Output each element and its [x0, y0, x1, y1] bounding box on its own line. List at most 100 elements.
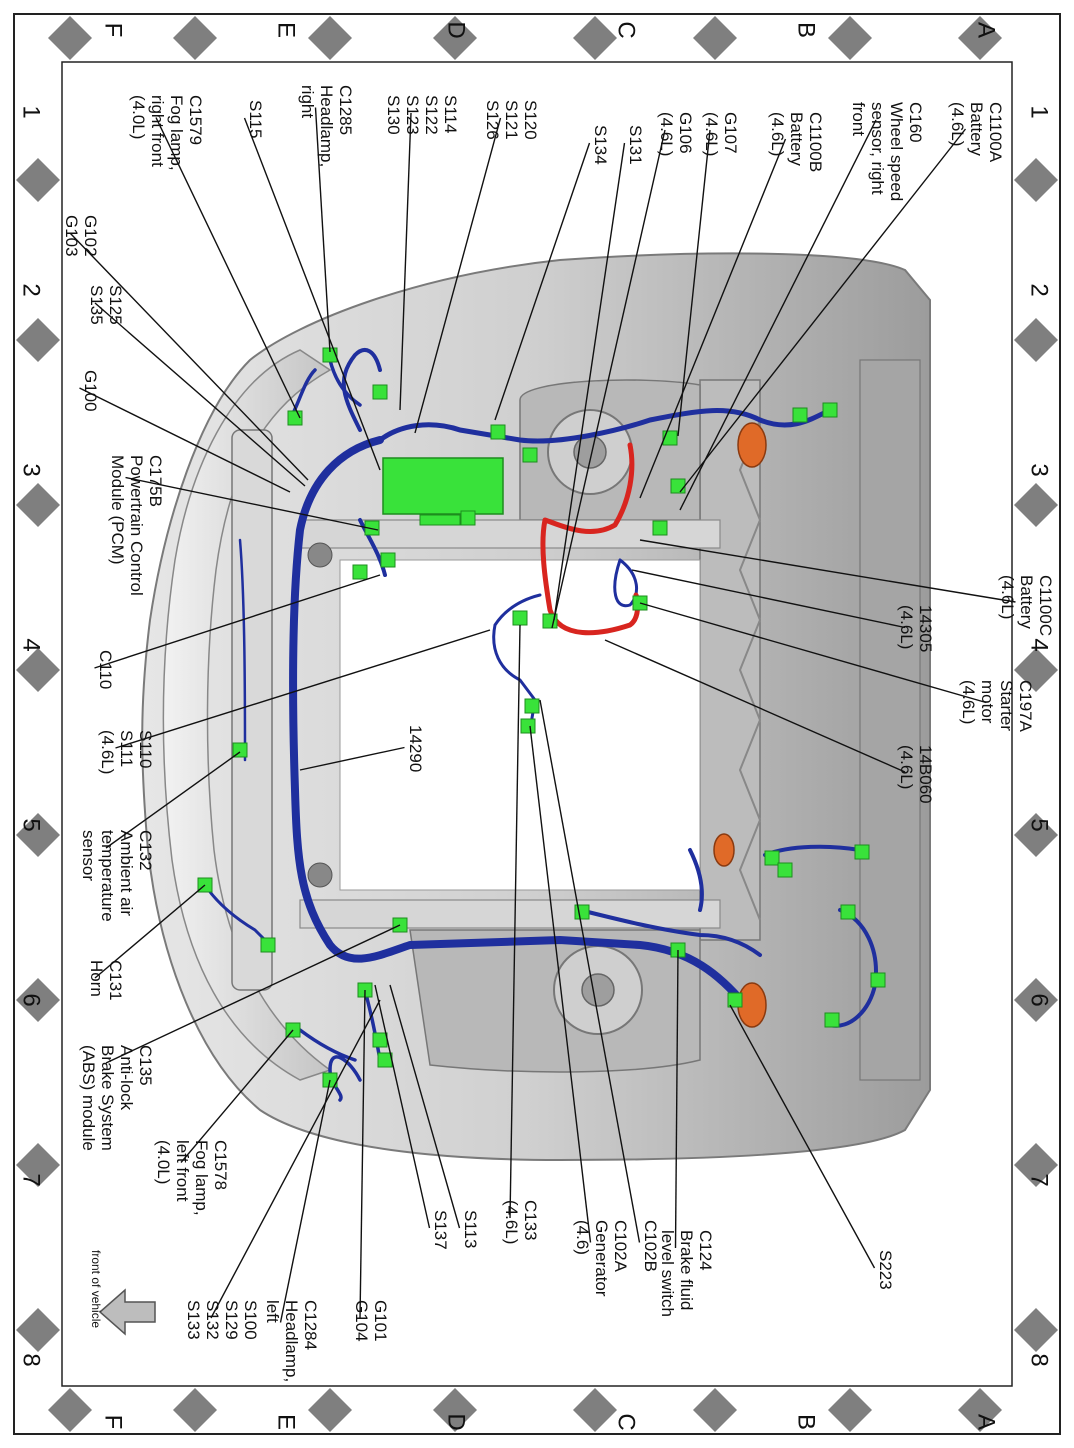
leader-s113 — [389, 984, 461, 1229]
callout-s100-line-2: S132 — [203, 1300, 222, 1340]
callout-g102-line-1: G103 — [62, 215, 81, 257]
frame-diamond-8 — [573, 16, 617, 60]
frame-diamond-18 — [16, 318, 60, 362]
leader-c197a — [639, 602, 987, 704]
callout-c1285-line-1: Headlamp, — [317, 85, 336, 167]
leader-c135 — [105, 924, 401, 1064]
callout-w14b060-line-1: (4.6L) — [897, 745, 916, 789]
grid-row-label-F-1: F — [100, 1415, 127, 1430]
frame-inner — [61, 61, 1013, 1387]
leader-s137 — [374, 984, 431, 1229]
connector-17 — [524, 698, 540, 714]
firewall — [859, 359, 921, 1081]
grid-row-label-C-1: C — [613, 1413, 640, 1430]
leader-g102 — [69, 232, 309, 481]
leader-s131 — [553, 142, 626, 621]
connector-5 — [380, 552, 396, 568]
callout-c133: C133(4.6L) — [502, 1200, 540, 1244]
leader-g101 — [359, 989, 366, 1319]
frame-diamonds — [16, 16, 1058, 1432]
frame-diamond-4 — [308, 16, 352, 60]
connector-19 — [232, 742, 248, 758]
connector-21 — [260, 937, 276, 953]
frame-diamond-2 — [173, 16, 217, 60]
leader-s115 — [243, 117, 381, 471]
callout-c1285-line-0: C1285 — [336, 85, 355, 135]
callout-g100: G100 — [81, 370, 100, 412]
front-of-vehicle-indicator: front of vehicle — [89, 1250, 156, 1336]
callout-s100-line-0: S100 — [241, 1300, 260, 1340]
leader-c160 — [679, 119, 877, 511]
callout-c160-line-2: sensor, right — [868, 102, 887, 195]
callout-g106-line-0: G106 — [676, 112, 695, 154]
connector-6 — [460, 510, 476, 526]
callout-c132-line-3: sensor — [79, 830, 98, 881]
callout-c110: C110 — [96, 650, 115, 689]
grid-row-label-B-1: B — [793, 1414, 820, 1430]
callout-s110-line-1: S111 — [117, 730, 136, 767]
front-arrow-icon — [98, 1288, 156, 1336]
grommet-left-2 — [713, 833, 735, 867]
harness-c197a — [613, 558, 639, 608]
callout-c1284-line-0: C1284 — [301, 1300, 320, 1350]
callout-c102b: C102B — [641, 1220, 660, 1272]
grid-col-label-3-1: 3 — [18, 463, 45, 476]
callout-c135-line-0: C135 — [136, 1045, 155, 1086]
callout-s131: S131 — [626, 125, 645, 165]
frame-diamond-5 — [308, 1388, 352, 1432]
leader-c175b — [125, 476, 379, 531]
grid-col-label-6-1: 6 — [18, 993, 45, 1006]
callout-c1578-line-2: left front — [173, 1140, 192, 1202]
callout-c135-line-3: (ABS) module — [79, 1045, 98, 1151]
callout-c1579-line-0: C1579 — [186, 95, 205, 145]
callout-c135-line-2: Brake System — [98, 1045, 117, 1151]
callout-c124-line-2: level switch — [658, 1230, 677, 1317]
frame-diamond-27 — [1014, 978, 1058, 1022]
leader-s134 — [494, 142, 591, 421]
callout-c102a-line-0: C102A — [611, 1220, 630, 1273]
frame-diamond-21 — [1014, 483, 1058, 527]
front-of-vehicle-label: front of vehicle — [89, 1250, 103, 1328]
callout-c160-line-1: Wheel speed — [887, 102, 906, 201]
leader-c1579 — [155, 117, 301, 419]
callout-c1285-line-2: right — [298, 85, 317, 118]
connector-16 — [512, 610, 528, 626]
callout-c102a-line-2: (4.6) — [573, 1220, 592, 1255]
callout-g107-line-1: (4.6L) — [702, 112, 721, 156]
leader-c102a — [529, 725, 592, 1243]
grid-col-label-6-0: 6 — [1026, 993, 1053, 1006]
leader-lines — [69, 107, 1016, 1323]
frame-diamond-14 — [958, 16, 1002, 60]
frame-diamond-11 — [693, 1388, 737, 1432]
connector-4 — [352, 564, 368, 580]
callout-s120-line-2: S126 — [483, 100, 502, 140]
callout-s134-line-0: S134 — [591, 125, 610, 165]
battery-cable-red — [540, 442, 641, 636]
callout-c175b-line-0: C175B — [146, 455, 165, 507]
frame-diamond-12 — [828, 16, 872, 60]
callout-g101-line-0: G101 — [371, 1300, 390, 1342]
grid-row-label-D-0: D — [443, 21, 470, 38]
callout-c1578-line-0: C1578 — [211, 1140, 230, 1190]
callout-s131-line-0: S131 — [626, 125, 645, 165]
leader-w14b060 — [604, 639, 906, 773]
callout-c124-line-0: C124 — [696, 1230, 715, 1271]
grid-row-label-C-0: C — [613, 21, 640, 38]
callout-w14b060-line-0: 14B060 — [916, 745, 935, 804]
grid-row-label-F-0: F — [100, 23, 127, 38]
callout-g102-line-0: G102 — [81, 215, 100, 257]
leader-c131 — [94, 884, 206, 979]
frame-diamond-3 — [173, 1388, 217, 1432]
callout-s113: S113 — [461, 1210, 480, 1248]
grid-col-label-5-0: 5 — [1026, 818, 1053, 831]
grid-col-label-1-0: 1 — [1026, 105, 1053, 118]
connectors — [197, 347, 886, 1088]
callout-c1579-line-1: Fog lamp, — [167, 95, 186, 171]
